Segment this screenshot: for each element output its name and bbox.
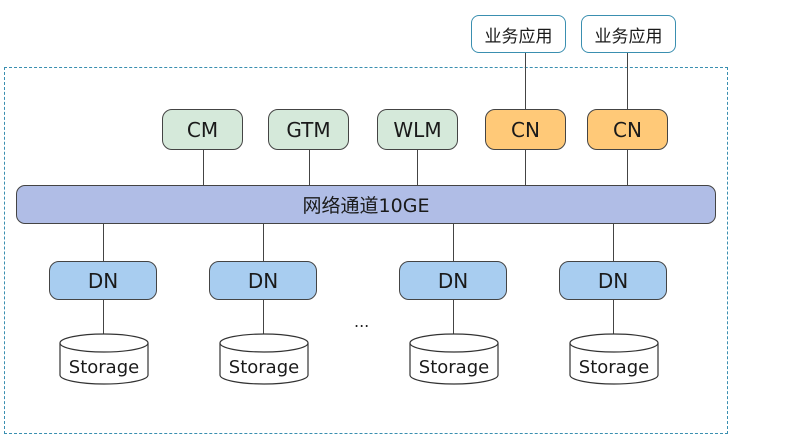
connector-dn1-storage	[103, 300, 104, 335]
connector-wlm-bus	[417, 150, 418, 185]
dn-node-3: DN	[399, 261, 507, 300]
storage-label: Storage	[228, 357, 300, 378]
connector-bus-dn3	[453, 224, 454, 261]
database-icon	[569, 333, 659, 385]
connector-dn3-storage	[453, 300, 454, 335]
wlm-node: WLM	[377, 109, 458, 150]
connector-app2-cn2	[627, 53, 628, 110]
connector-bus-dn2	[263, 224, 264, 261]
network-bus: 网络通道10GE	[16, 185, 716, 224]
storage-cylinder-4: Storage	[569, 333, 659, 385]
storage-cylinder-1: Storage	[59, 333, 149, 385]
storage-label: Storage	[578, 357, 650, 378]
cn-node-2: CN	[587, 109, 668, 150]
connector-bus-dn1	[103, 224, 104, 261]
network-bus-label: 网络通道10GE	[302, 195, 430, 217]
cluster-boundary	[4, 67, 728, 434]
connector-bus-dn4	[613, 224, 614, 261]
connector-cn1-bus	[525, 150, 526, 185]
connector-dn2-storage	[263, 300, 264, 335]
connector-dn4-storage	[613, 300, 614, 335]
database-icon	[409, 333, 499, 385]
connector-app1-cn1	[525, 53, 526, 110]
connector-cn2-bus	[627, 150, 628, 185]
connector-cm-bus	[203, 150, 204, 185]
dn-node-4: DN	[559, 261, 667, 300]
cn-node-1: CN	[485, 109, 566, 150]
business-app-box-2: 业务应用	[581, 15, 676, 53]
database-icon	[59, 333, 149, 385]
gtm-node: GTM	[268, 109, 349, 150]
storage-cylinder-2: Storage	[219, 333, 309, 385]
connector-gtm-bus	[309, 150, 310, 185]
cm-node: CM	[162, 109, 243, 150]
storage-cylinder-3: Storage	[409, 333, 499, 385]
storage-label: Storage	[68, 357, 140, 378]
dn-node-2: DN	[209, 261, 317, 300]
dn-node-1: DN	[49, 261, 157, 300]
database-icon	[219, 333, 309, 385]
business-app-box-1: 业务应用	[471, 15, 566, 53]
more-nodes-ellipsis: ...	[354, 312, 370, 331]
storage-label: Storage	[418, 357, 490, 378]
